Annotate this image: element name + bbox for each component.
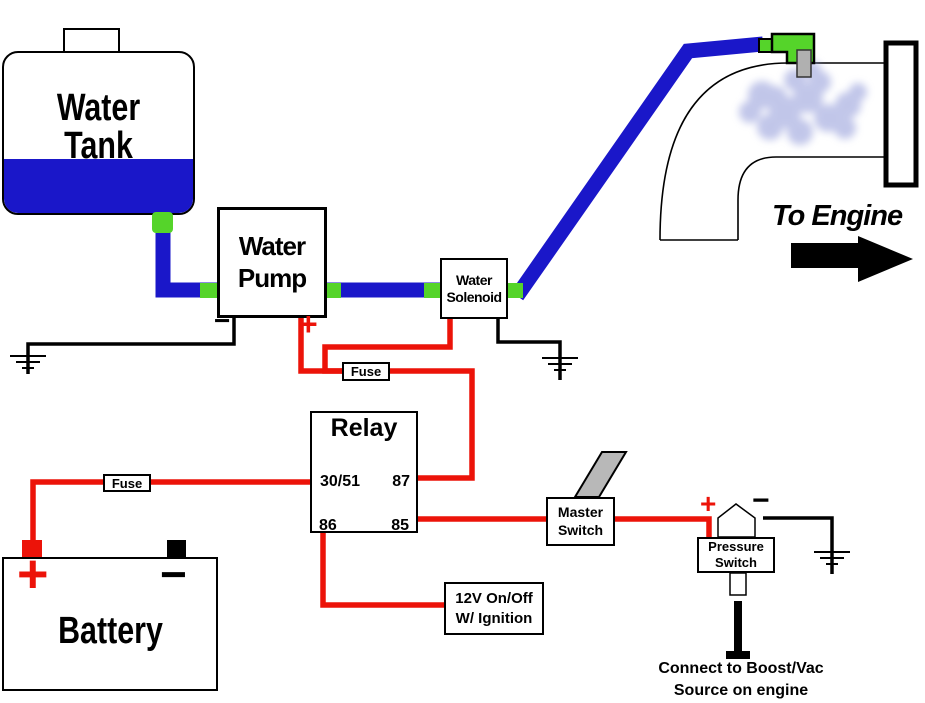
- pump-ground-wire: [26, 318, 236, 374]
- pressure-negative-symbol: −: [752, 484, 770, 517]
- to-engine-label: To Engine: [772, 200, 903, 232]
- pressure-positive-symbol: +: [700, 488, 717, 519]
- relay-terminal-87: 87: [392, 473, 410, 490]
- ground-symbol-left: [10, 355, 46, 369]
- hose-solenoid-to-nozzle: [510, 36, 764, 301]
- boost-hose-barb-stem: [734, 601, 742, 652]
- intake-pipe: [659, 62, 886, 241]
- fuse-label: Fuse: [350, 364, 382, 379]
- water-solenoid: Water Solenoid: [440, 258, 508, 319]
- water-hose: [155, 36, 764, 301]
- water-pump: Water Pump: [217, 207, 327, 318]
- ground-symbol-pressure: [814, 551, 850, 565]
- battery: Battery: [2, 557, 218, 691]
- pump-positive-symbol: +: [299, 306, 318, 342]
- ignition-label-line2: W/ Ignition: [455, 609, 533, 627]
- battery-positive-symbol: +: [17, 544, 49, 604]
- battery-positive-terminal: [22, 540, 42, 557]
- pump-negative-symbol: −: [214, 305, 231, 336]
- engine-flange: [883, 40, 919, 188]
- ground-symbols: [10, 355, 850, 565]
- hose-connectors: [200, 283, 523, 298]
- connector-solenoid-outlet: [506, 283, 523, 298]
- water-spray-mist: [739, 61, 867, 145]
- master-switch-label-line1: Master: [557, 504, 604, 520]
- pipe-outer-edge: [659, 62, 886, 241]
- water-solenoid-label-line1: Water: [456, 271, 492, 288]
- hose-tank-to-pump: [155, 218, 218, 298]
- battery-negative-symbol: −: [160, 548, 187, 600]
- connector-tank-outlet: [152, 212, 173, 233]
- pressure-switch-label-line1: Pressure: [708, 539, 764, 555]
- wire-solenoid-to-fuse: [322, 319, 453, 374]
- water-tank-cap: [63, 28, 120, 55]
- master-switch-label-line2: Switch: [557, 521, 604, 538]
- water-solenoid-label-line2: Solenoid: [446, 288, 502, 305]
- relay-title: Relay: [330, 414, 398, 442]
- relay-terminal-86: 86: [319, 517, 337, 534]
- battery-negative-terminal: [167, 540, 186, 557]
- master-switch: Master Switch: [546, 497, 615, 546]
- relay: Relay 30/51 87 86 85: [310, 411, 418, 534]
- connector-pump-inlet: [200, 283, 217, 298]
- water-tank-label: Water Tank: [56, 87, 141, 167]
- fuse-battery-circuit: Fuse: [103, 474, 151, 492]
- boost-vac-note-line2: Source on engine: [673, 681, 809, 699]
- water-tank: Water Tank: [2, 51, 195, 215]
- battery-label: Battery: [57, 610, 163, 652]
- spray-nozzle: [758, 32, 816, 78]
- water-pump-label-line1: Water: [238, 231, 306, 262]
- wire-master-to-pressure: [615, 516, 712, 538]
- boost-hose-barb-end: [726, 651, 750, 659]
- connector-pump-outlet: [327, 283, 341, 298]
- to-engine-arrow: [791, 236, 913, 282]
- power-wires: [30, 318, 712, 608]
- ignition-12v-source: 12V On/Off W/ Ignition: [444, 582, 544, 635]
- ignition-label-line1: 12V On/Off: [455, 590, 533, 607]
- boost-vac-note: Connect to Boost/Vac Source on engine: [641, 658, 841, 701]
- relay-terminal-85: 85: [391, 517, 409, 534]
- relay-terminal-30-51: 30/51: [320, 473, 361, 490]
- pressure-ground-wire: [763, 516, 834, 574]
- water-level: [4, 159, 193, 213]
- water-pump-label-line2: Pump: [237, 262, 307, 293]
- ground-wires: [26, 318, 834, 574]
- boost-vac-note-line1: Connect to Boost/Vac: [658, 660, 824, 677]
- wire-86-to-ignition: [320, 533, 444, 608]
- pressure-switch-label-line2: Switch: [715, 555, 757, 570]
- solenoid-ground-wire: [496, 319, 562, 380]
- nozzle-tip: [796, 49, 812, 78]
- fuse-label: Fuse: [111, 475, 143, 491]
- connector-solenoid-inlet: [424, 283, 440, 298]
- pressure-switch: Pressure Switch: [697, 537, 775, 573]
- fuse-pump-circuit: Fuse: [342, 362, 390, 381]
- pipe-inner-edge: [737, 156, 886, 240]
- wire-battery-to-30-51: [30, 479, 310, 542]
- wire-fuse-to-87: [390, 368, 475, 481]
- ground-symbol-solenoid: [542, 357, 578, 371]
- pressure-switch-port: [729, 572, 747, 596]
